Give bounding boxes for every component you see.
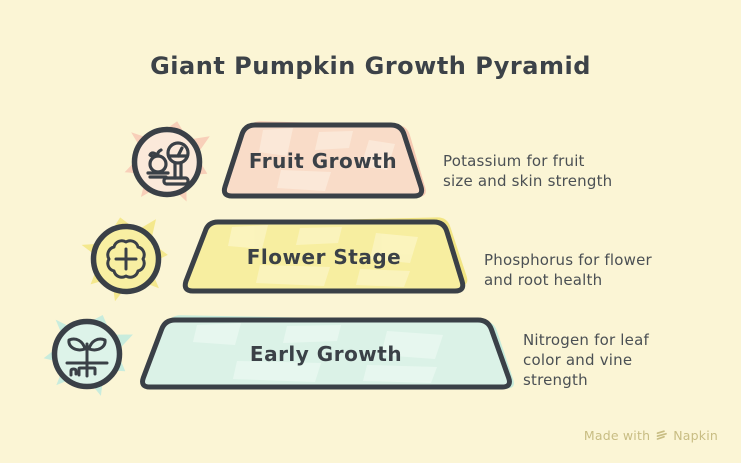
tier1-trapezoid: [221, 121, 426, 199]
watermark-prefix: Made with: [583, 428, 651, 443]
seedling-icon: [51, 318, 123, 390]
tier2-description: Phosphorus for flower and root health: [484, 251, 652, 289]
tier3-icon-badge: [49, 316, 125, 392]
tier3-description: Nitrogen for leaf color and vine strengt…: [523, 331, 649, 389]
flower-icon: [90, 223, 162, 295]
scale-with-fruit-icon: [131, 126, 203, 198]
tier2-trapezoid: [182, 217, 468, 294]
tier3-trapezoid: [140, 315, 514, 390]
page-title: Giant Pumpkin Growth Pyramid: [150, 52, 591, 80]
tier1-icon-badge: [129, 124, 205, 200]
napkin-logo-icon: [656, 430, 668, 440]
watermark: Made with Napkin: [584, 428, 718, 443]
tier1-description: Potassium for fruit size and skin streng…: [443, 152, 613, 190]
watermark-brand: Napkin: [673, 428, 718, 443]
tier2-icon-badge: [88, 221, 164, 297]
